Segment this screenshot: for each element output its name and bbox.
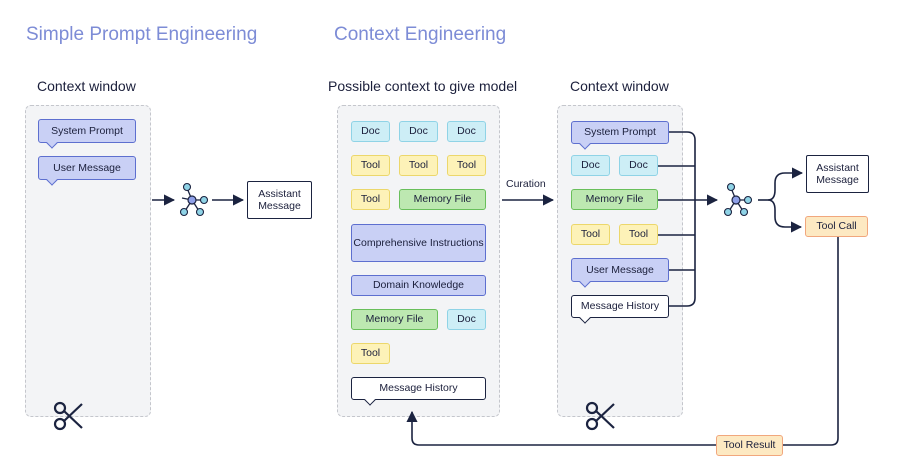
model-network-icon <box>179 182 209 217</box>
simple-system-prompt: System Prompt <box>38 119 136 143</box>
curation-label: Curation <box>506 178 546 190</box>
possible-memory-file: Memory File <box>351 309 438 330</box>
window-message-history: Message History <box>571 295 669 318</box>
context-collector-lines <box>658 131 696 307</box>
simple-assistant-message: Assistant Message <box>247 181 312 219</box>
possible-memory-file: Memory File <box>399 189 486 210</box>
assistant-message-output: Assistant Message <box>806 155 869 193</box>
possible-tool: Tool <box>351 155 390 176</box>
possible-doc: Doc <box>351 121 390 142</box>
tool-result-loop <box>406 237 839 446</box>
possible-doc: Doc <box>447 121 486 142</box>
possible-doc: Doc <box>399 121 438 142</box>
model-network-icon <box>723 182 753 217</box>
tool-result-output: Tool Result <box>716 435 783 456</box>
possible-context-title: Possible context to give model <box>328 78 518 94</box>
scissors-icon <box>53 401 83 431</box>
possible-comprehensive-instructions: Comprehensive Instructions <box>351 224 486 262</box>
context-window-title: Context window <box>570 78 669 94</box>
possible-doc: Doc <box>447 309 486 330</box>
window-doc: Doc <box>619 155 658 176</box>
possible-domain-knowledge: Domain Knowledge <box>351 275 486 296</box>
window-system-prompt: System Prompt <box>571 121 669 144</box>
window-tool: Tool <box>619 224 658 245</box>
possible-tool: Tool <box>399 155 438 176</box>
window-user-message: User Message <box>571 258 669 282</box>
simple-prompt-heading: Simple Prompt Engineering <box>26 24 258 45</box>
simple-context-window-title: Context window <box>37 78 136 94</box>
possible-tool: Tool <box>351 343 390 364</box>
possible-message-history: Message History <box>351 377 486 400</box>
tool-call-output: Tool Call <box>805 216 868 237</box>
window-doc: Doc <box>571 155 610 176</box>
possible-tool: Tool <box>447 155 486 176</box>
window-tool: Tool <box>571 224 610 245</box>
scissors-icon <box>585 401 615 431</box>
window-memory-file: Memory File <box>571 189 658 210</box>
context-engineering-heading: Context Engineering <box>334 24 507 45</box>
possible-tool: Tool <box>351 189 390 210</box>
output-brace <box>758 167 804 233</box>
